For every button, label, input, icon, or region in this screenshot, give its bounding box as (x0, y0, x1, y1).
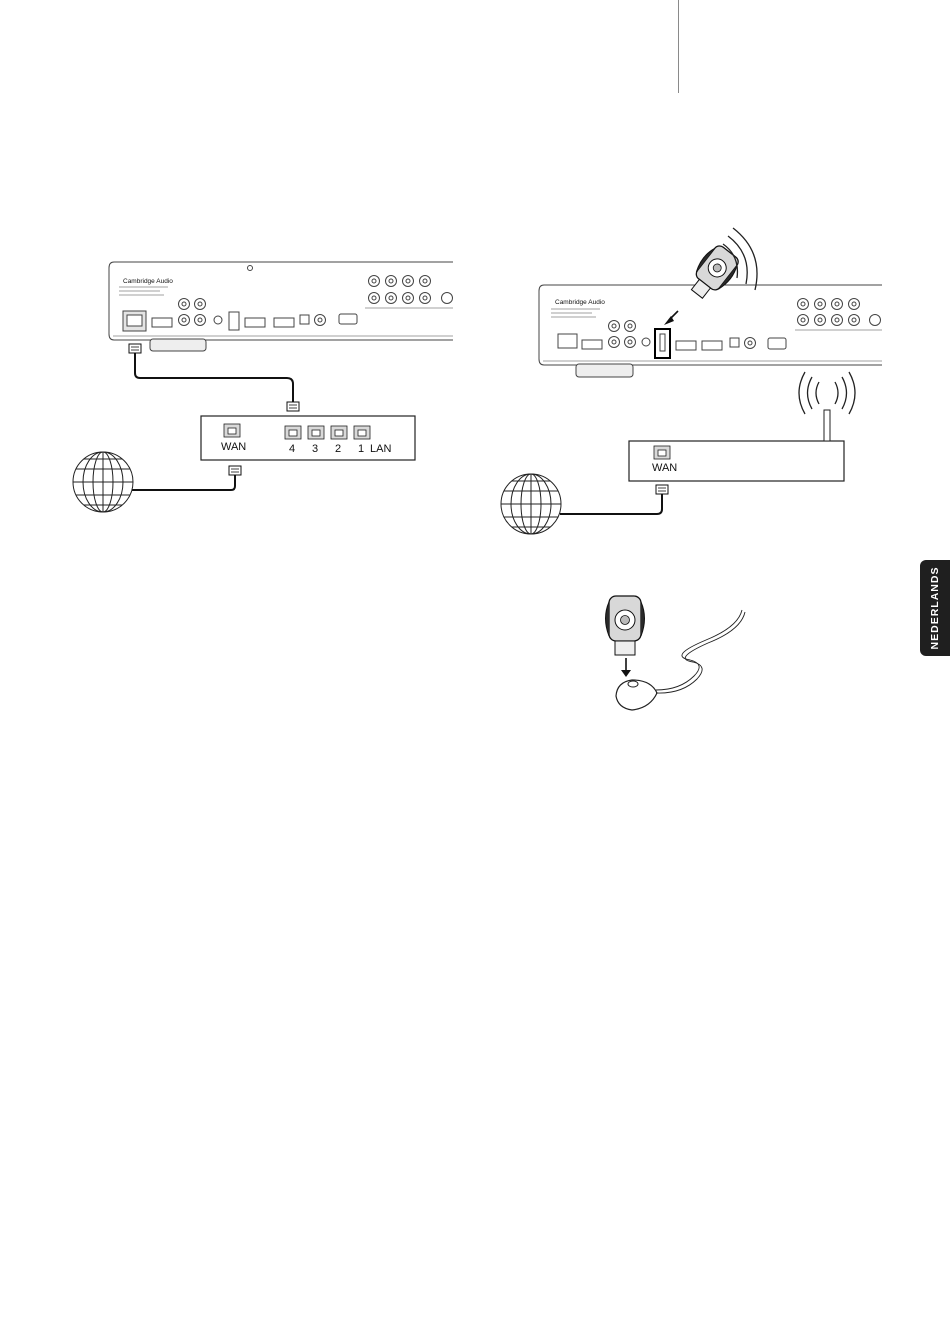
wired-lan-ports (285, 426, 370, 439)
lan-port-number: 4 (289, 443, 295, 455)
dongle-upright-icon (606, 596, 645, 655)
wired-internet-cable (132, 466, 241, 490)
wired-internet-globe-icon (73, 452, 133, 512)
wireless-internet-globe-icon (501, 474, 561, 534)
wired-brand-text: Cambridge Audio (123, 278, 173, 285)
wired-router: WAN 4 3 2 1 LAN (201, 416, 415, 460)
usb-extension-cradle-icon (616, 610, 745, 710)
insert-arrow-icon (664, 311, 678, 325)
down-arrow-icon (621, 658, 631, 677)
column-divider-rule (678, 0, 679, 93)
wireless-player-back-panel: Cambridge Audio (539, 285, 882, 377)
language-tab-label: NEDERLANDS (929, 567, 941, 650)
wired-wan-port (224, 424, 240, 437)
lan-port-number: 2 (335, 443, 341, 455)
wireless-internet-cable (560, 485, 668, 514)
wireless-wan-port (654, 446, 670, 459)
wireless-router: WAN (629, 410, 844, 481)
wireless-wan-label: WAN (652, 462, 677, 474)
lan-port-number: 1 (358, 443, 364, 455)
wireless-brand-text: Cambridge Audio (555, 299, 605, 306)
lan-port-number: 3 (312, 443, 318, 455)
wifi-dongle-icon (684, 242, 743, 305)
language-tab: NEDERLANDS (920, 560, 950, 656)
router-signal-waves-icon (799, 372, 855, 414)
wired-lan-label: LAN (370, 443, 391, 455)
wired-ethernet-cable (129, 344, 299, 411)
wired-wan-label: WAN (221, 441, 246, 453)
wired-player-back-panel: Cambridge Audio (109, 262, 453, 351)
wifi-signal-waves-icon (723, 228, 757, 290)
